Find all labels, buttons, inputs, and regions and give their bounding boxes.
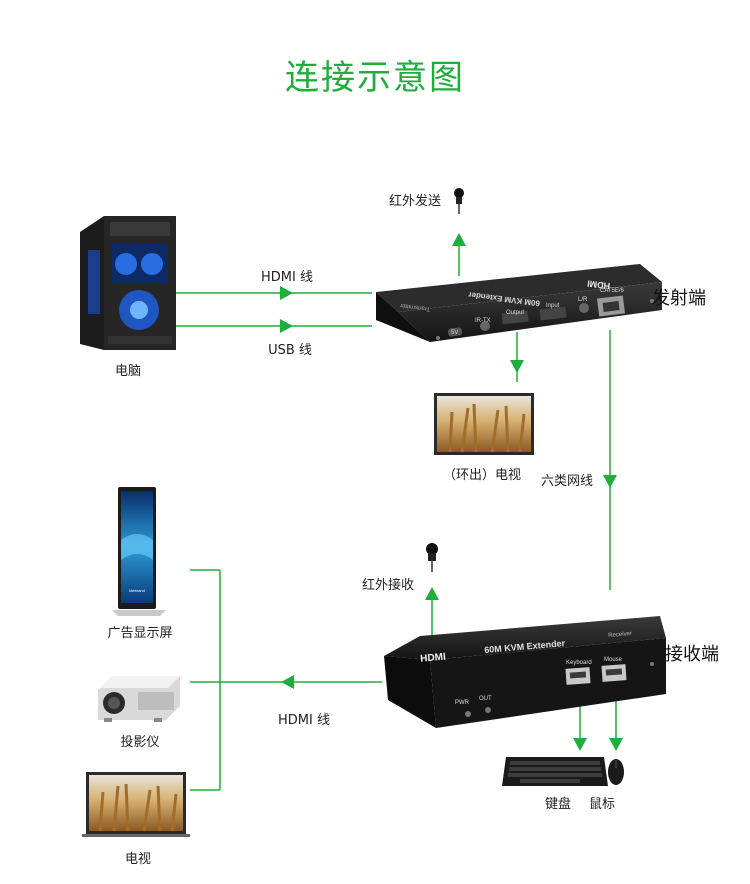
hdmi-input-arrow [280, 286, 293, 300]
tx-role-text: Transmitter [400, 302, 431, 312]
projector-label: 投影仪 [120, 735, 160, 750]
rx-logo-text: HDMI [420, 652, 447, 665]
projector-image [98, 676, 180, 722]
hdmi-input-label: HDMI 线 [261, 270, 313, 285]
loop-out-tv-label: （环出）电视 [442, 468, 522, 483]
page-title: 连接示意图 [285, 58, 465, 98]
ir-emitter-image [454, 188, 464, 214]
pc-label: 电脑 [114, 364, 142, 379]
pc-tower-image [80, 216, 176, 350]
ir-receive-arrow [425, 587, 439, 600]
ir-send-arrow [452, 233, 466, 246]
keyboard-image [502, 757, 608, 786]
keyboard-label: 键盘 [544, 797, 572, 812]
tx-logo-text: HDMI [587, 278, 611, 291]
mouse-label: 鼠标 [588, 797, 616, 812]
tx-port-irtx: IR-TX [475, 318, 491, 324]
tx-port-input: Input [546, 303, 560, 309]
hdmi-output-arrow [281, 675, 294, 689]
loop-out-arrow [510, 360, 524, 373]
ir-receiver-image [426, 543, 438, 572]
keyboard-arrow [573, 738, 587, 751]
usb-label: USB 线 [268, 343, 312, 358]
hdmi-output-label: HDMI 线 [278, 713, 330, 728]
rx-role-text: Receiver [608, 631, 632, 639]
receiver-device [384, 616, 666, 728]
ad-display-image [112, 487, 166, 616]
kiosk-brand-text: Mebrand [129, 588, 145, 593]
transmitter-device [376, 264, 662, 342]
mouse-image [608, 759, 624, 785]
rx-port-keyboard: Keyboard [566, 660, 592, 666]
rx-port-mouse: Mouse [604, 657, 623, 663]
tx-port-lr: L/R [578, 297, 588, 303]
tx-port-cat: CAT5E/6 [600, 288, 625, 294]
rx-port-pwr: PWR [455, 700, 470, 706]
cat6-arrow [603, 475, 617, 488]
tx-port-output: Output [506, 310, 524, 316]
ir-receive-label: 红外接收 [362, 578, 415, 593]
receiver-label: 接收端 [665, 644, 719, 665]
connection-arrows [280, 233, 623, 751]
connection-lines [175, 238, 617, 791]
rx-port-out: OUT [479, 696, 492, 702]
tv-label: 电视 [124, 852, 152, 867]
tx-port-5v: 5V [451, 330, 458, 336]
loop-out-tv-image [434, 393, 534, 455]
transmitter-label: 发射端 [652, 288, 706, 309]
mouse-arrow [609, 738, 623, 751]
ad-display-label: 广告显示屏 [107, 626, 173, 641]
ir-send-label: 红外发送 [389, 194, 442, 209]
cat6-label: 六类网线 [541, 474, 594, 489]
usb-arrow [280, 319, 293, 333]
tv-image [82, 772, 190, 837]
